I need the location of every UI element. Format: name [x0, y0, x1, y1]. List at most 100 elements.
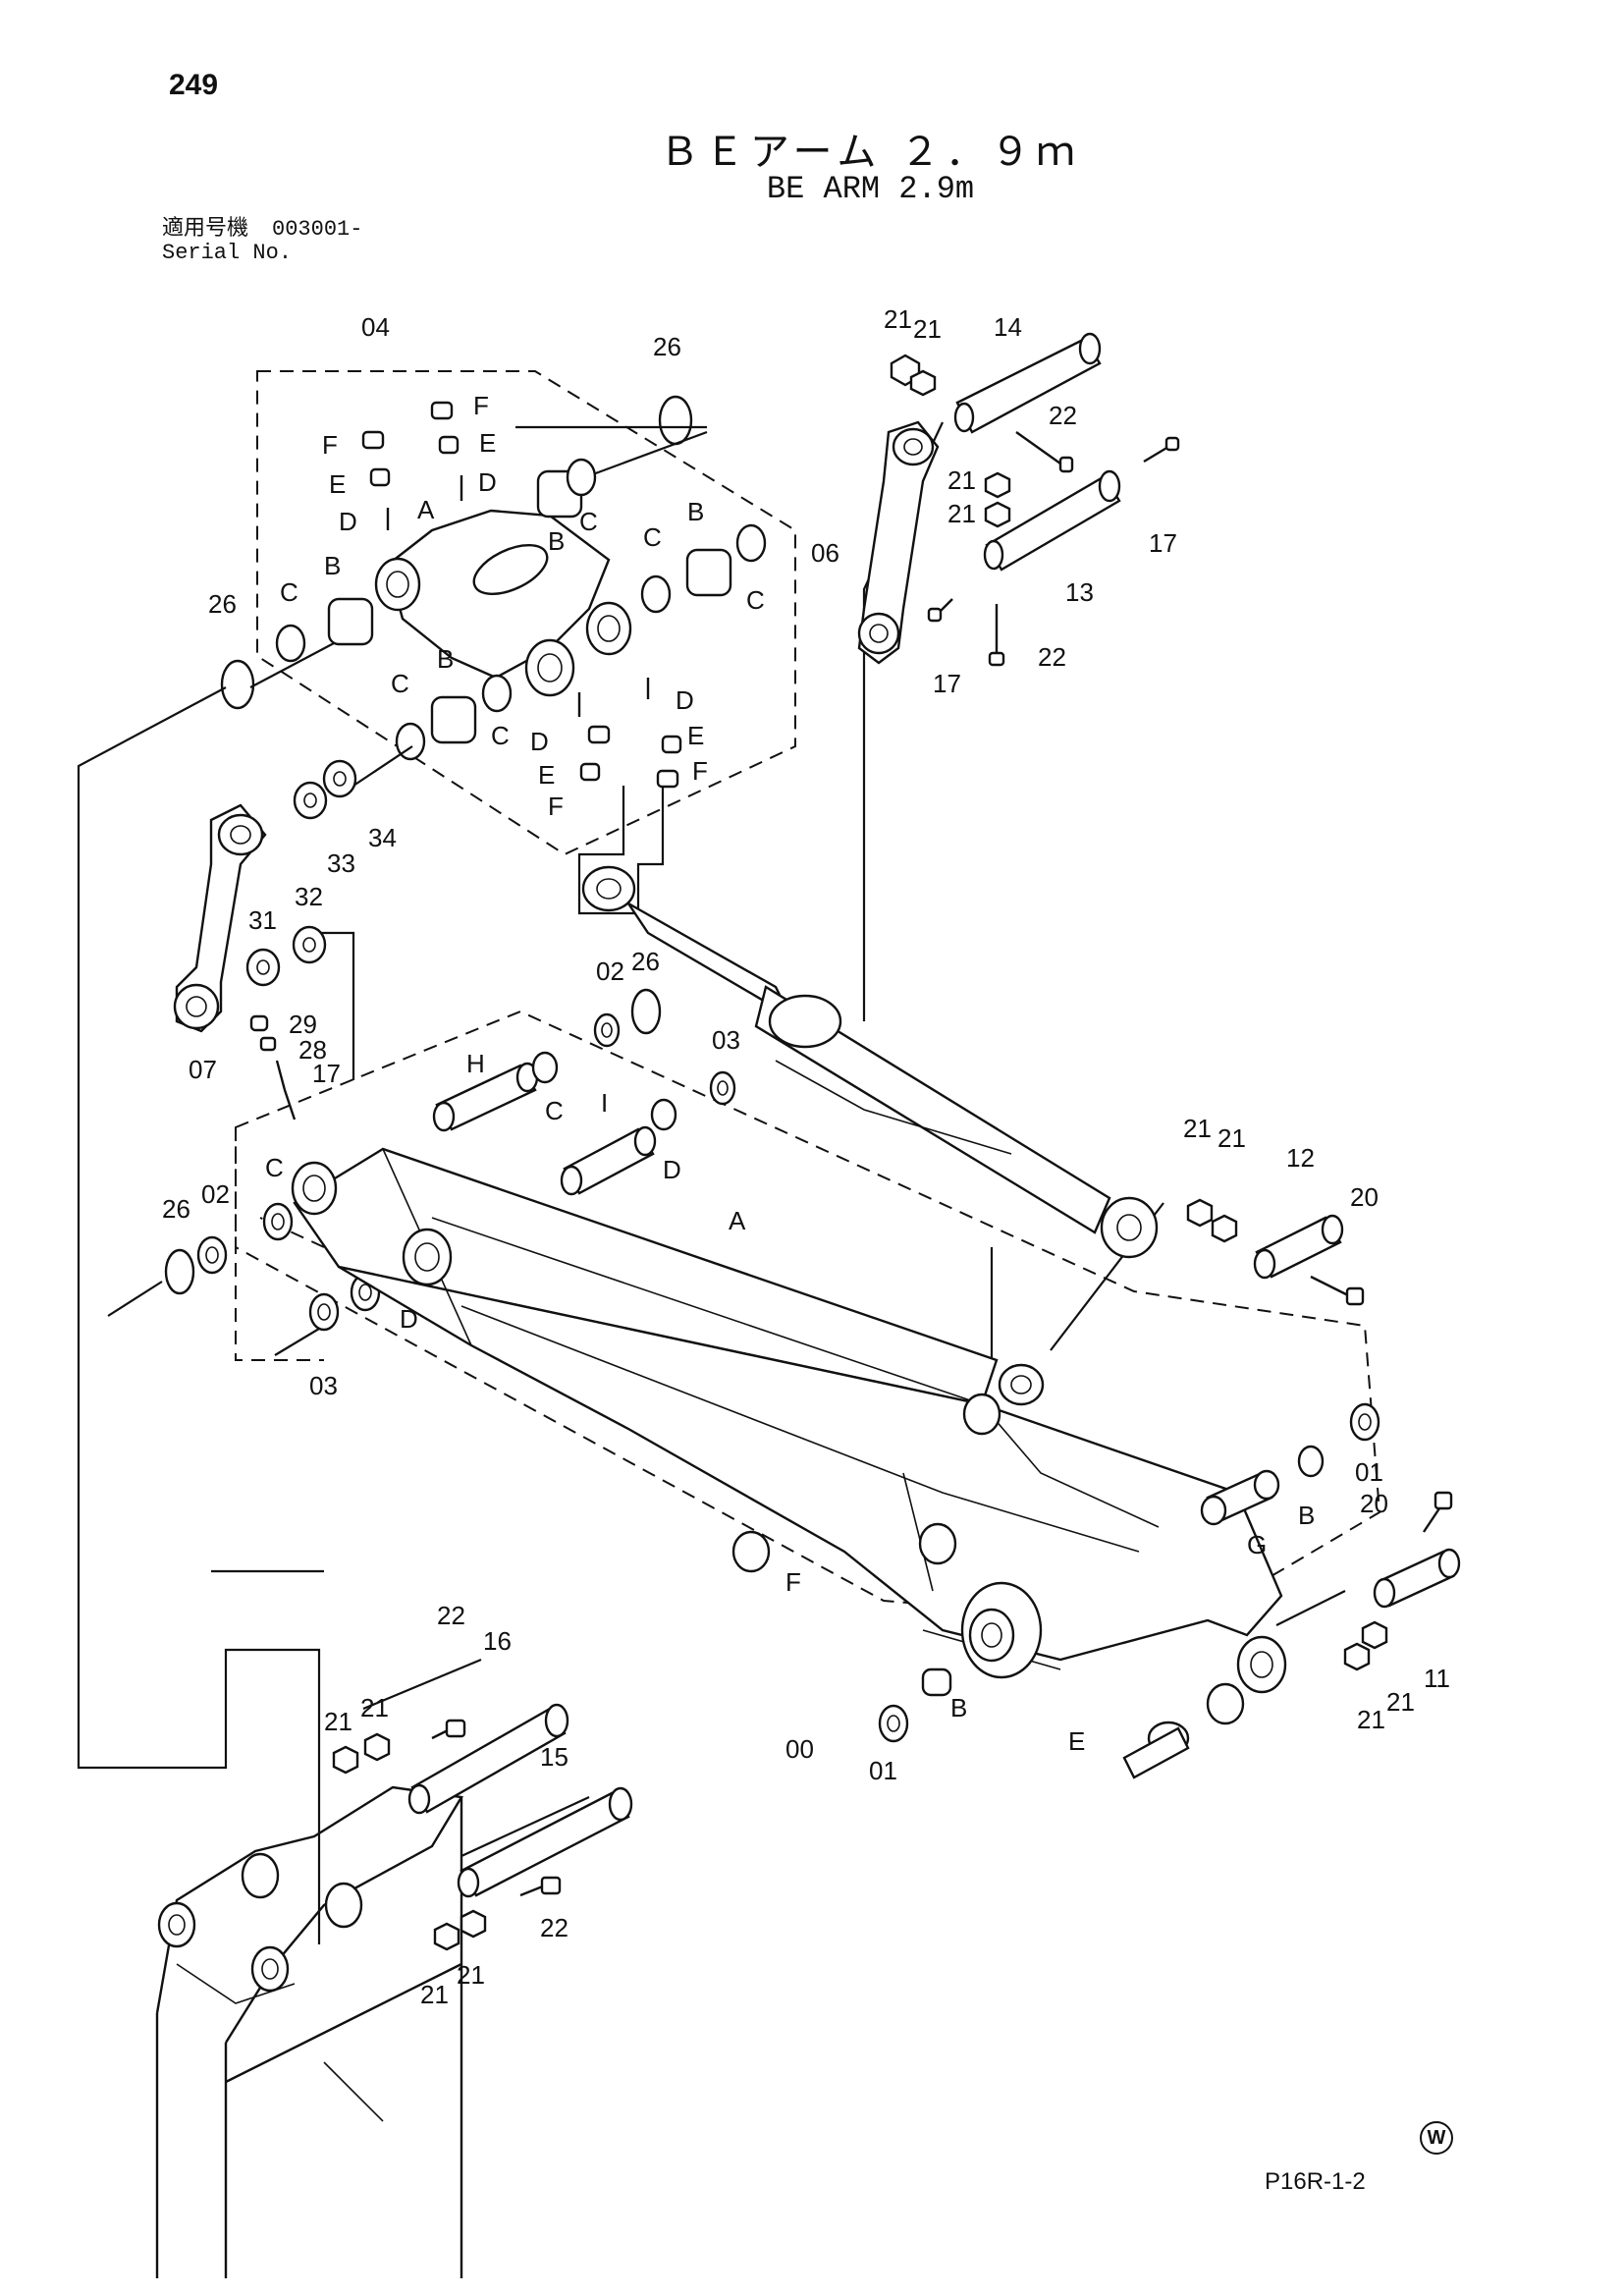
- link-06: [857, 420, 940, 665]
- callout-21: 21: [947, 465, 976, 495]
- callout-34: 34: [368, 823, 397, 852]
- callout-02: 02: [596, 957, 624, 986]
- callout-labels: 00 01 01 02 02 03 03 04 06 07 11 12 13 1…: [162, 304, 1450, 2009]
- callout-E: E: [687, 721, 704, 750]
- callout-32: 32: [295, 882, 323, 911]
- callout-04: 04: [361, 312, 390, 342]
- callout-20: 20: [1360, 1489, 1388, 1518]
- callout-07: 07: [189, 1055, 217, 1084]
- page-title-japanese: ＢＥアーム ２．９ｍ: [659, 130, 1082, 175]
- callout-H: H: [466, 1049, 485, 1078]
- callout-C: C: [643, 522, 662, 552]
- callout-B: B: [548, 526, 565, 556]
- callout-06: 06: [811, 538, 839, 568]
- callout-F: F: [322, 430, 338, 460]
- callout-B: B: [687, 497, 704, 526]
- serial-number-block: 適用号機 003001- Serial No.: [162, 218, 386, 265]
- callout-I: I: [601, 1088, 608, 1118]
- callout-21: 21: [1357, 1705, 1385, 1734]
- callout-E: E: [1068, 1726, 1085, 1756]
- callout-C: C: [391, 669, 409, 698]
- callout-21: 21: [324, 1707, 352, 1736]
- page-title-english: BE ARM 2.9m: [766, 171, 975, 207]
- callout-17: 17: [933, 669, 961, 698]
- callout-E: E: [479, 428, 496, 458]
- callout-01: 01: [1355, 1457, 1383, 1487]
- callout-03: 03: [309, 1371, 338, 1400]
- callout-D: D: [663, 1155, 681, 1184]
- arm-body-00: [291, 1147, 1287, 1725]
- callout-15: 15: [540, 1742, 568, 1772]
- callout-17: 17: [1149, 528, 1177, 558]
- callout-22: 22: [1038, 642, 1066, 672]
- callout-21: 21: [360, 1693, 389, 1722]
- washers-33-34: [293, 759, 357, 820]
- callout-D: D: [478, 467, 497, 497]
- w-marker: W: [1420, 2121, 1453, 2155]
- callout-29: 29: [289, 1010, 317, 1039]
- callout-F: F: [548, 792, 564, 821]
- callout-26: 26: [208, 589, 237, 619]
- callout-21: 21: [1386, 1687, 1415, 1717]
- rod-link-07: [173, 803, 327, 1121]
- callout-17: 17: [312, 1059, 341, 1088]
- callout-D: D: [400, 1304, 418, 1334]
- callout-22: 22: [540, 1913, 568, 1942]
- callout-00: 00: [785, 1734, 814, 1764]
- link-assembly: [220, 395, 767, 789]
- callout-16: 16: [483, 1626, 512, 1656]
- callout-C: C: [491, 721, 510, 750]
- callout-11: 11: [1424, 1664, 1450, 1693]
- callout-F: F: [692, 756, 708, 786]
- callout-22: 22: [1049, 401, 1077, 430]
- callout-02: 02: [201, 1179, 230, 1209]
- callout-G: G: [1247, 1530, 1267, 1559]
- callout-D: D: [676, 685, 694, 715]
- callout-21: 21: [457, 1960, 485, 1990]
- right-side-pins: [878, 1198, 1461, 1779]
- callout-01: 01: [869, 1756, 897, 1785]
- callout-21: 21: [947, 499, 976, 528]
- page-number: 249: [169, 69, 219, 101]
- callout-21: 21: [1183, 1114, 1212, 1143]
- callout-28: 28: [298, 1035, 327, 1065]
- leader-lines: [77, 421, 1346, 1944]
- callout-D: D: [339, 507, 357, 536]
- figure-code: P16R-1-2: [1265, 2168, 1366, 2195]
- serial-label-japanese: 適用号機: [162, 217, 249, 242]
- boom-end-pins-15-16: [155, 1703, 633, 2278]
- callout-B: B: [950, 1693, 967, 1722]
- serial-value: 003001-: [272, 217, 363, 242]
- callout-21: 21: [913, 314, 942, 344]
- callout-21: 21: [1217, 1123, 1246, 1153]
- callout-F: F: [785, 1567, 801, 1597]
- callout-E: E: [329, 469, 346, 499]
- callout-21: 21: [884, 304, 912, 334]
- callout-D: D: [530, 727, 549, 756]
- callout-C: C: [545, 1096, 564, 1125]
- callout-B: B: [1298, 1501, 1315, 1530]
- callout-03: 03: [712, 1025, 740, 1055]
- callout-21: 21: [420, 1980, 449, 2009]
- callout-33: 33: [327, 848, 355, 878]
- callout-26: 26: [631, 947, 660, 976]
- callout-26: 26: [653, 332, 681, 361]
- callout-22: 22: [437, 1601, 465, 1630]
- callout-C: C: [280, 577, 298, 607]
- serial-label-english: Serial No.: [162, 241, 293, 265]
- callout-C: C: [746, 585, 765, 615]
- callout-A: A: [417, 495, 435, 524]
- callout-12: 12: [1286, 1143, 1315, 1173]
- callout-F: F: [473, 391, 489, 420]
- callout-26: 26: [162, 1194, 190, 1224]
- pins-13-14: [890, 332, 1180, 667]
- callout-E: E: [538, 760, 555, 790]
- callout-C: C: [579, 507, 598, 536]
- callout-A: A: [729, 1206, 746, 1235]
- callout-14: 14: [994, 312, 1022, 342]
- callout-13: 13: [1065, 577, 1094, 607]
- callout-20: 20: [1350, 1182, 1379, 1212]
- callout-C: C: [265, 1153, 284, 1182]
- bucket-cylinder: [581, 865, 1159, 1259]
